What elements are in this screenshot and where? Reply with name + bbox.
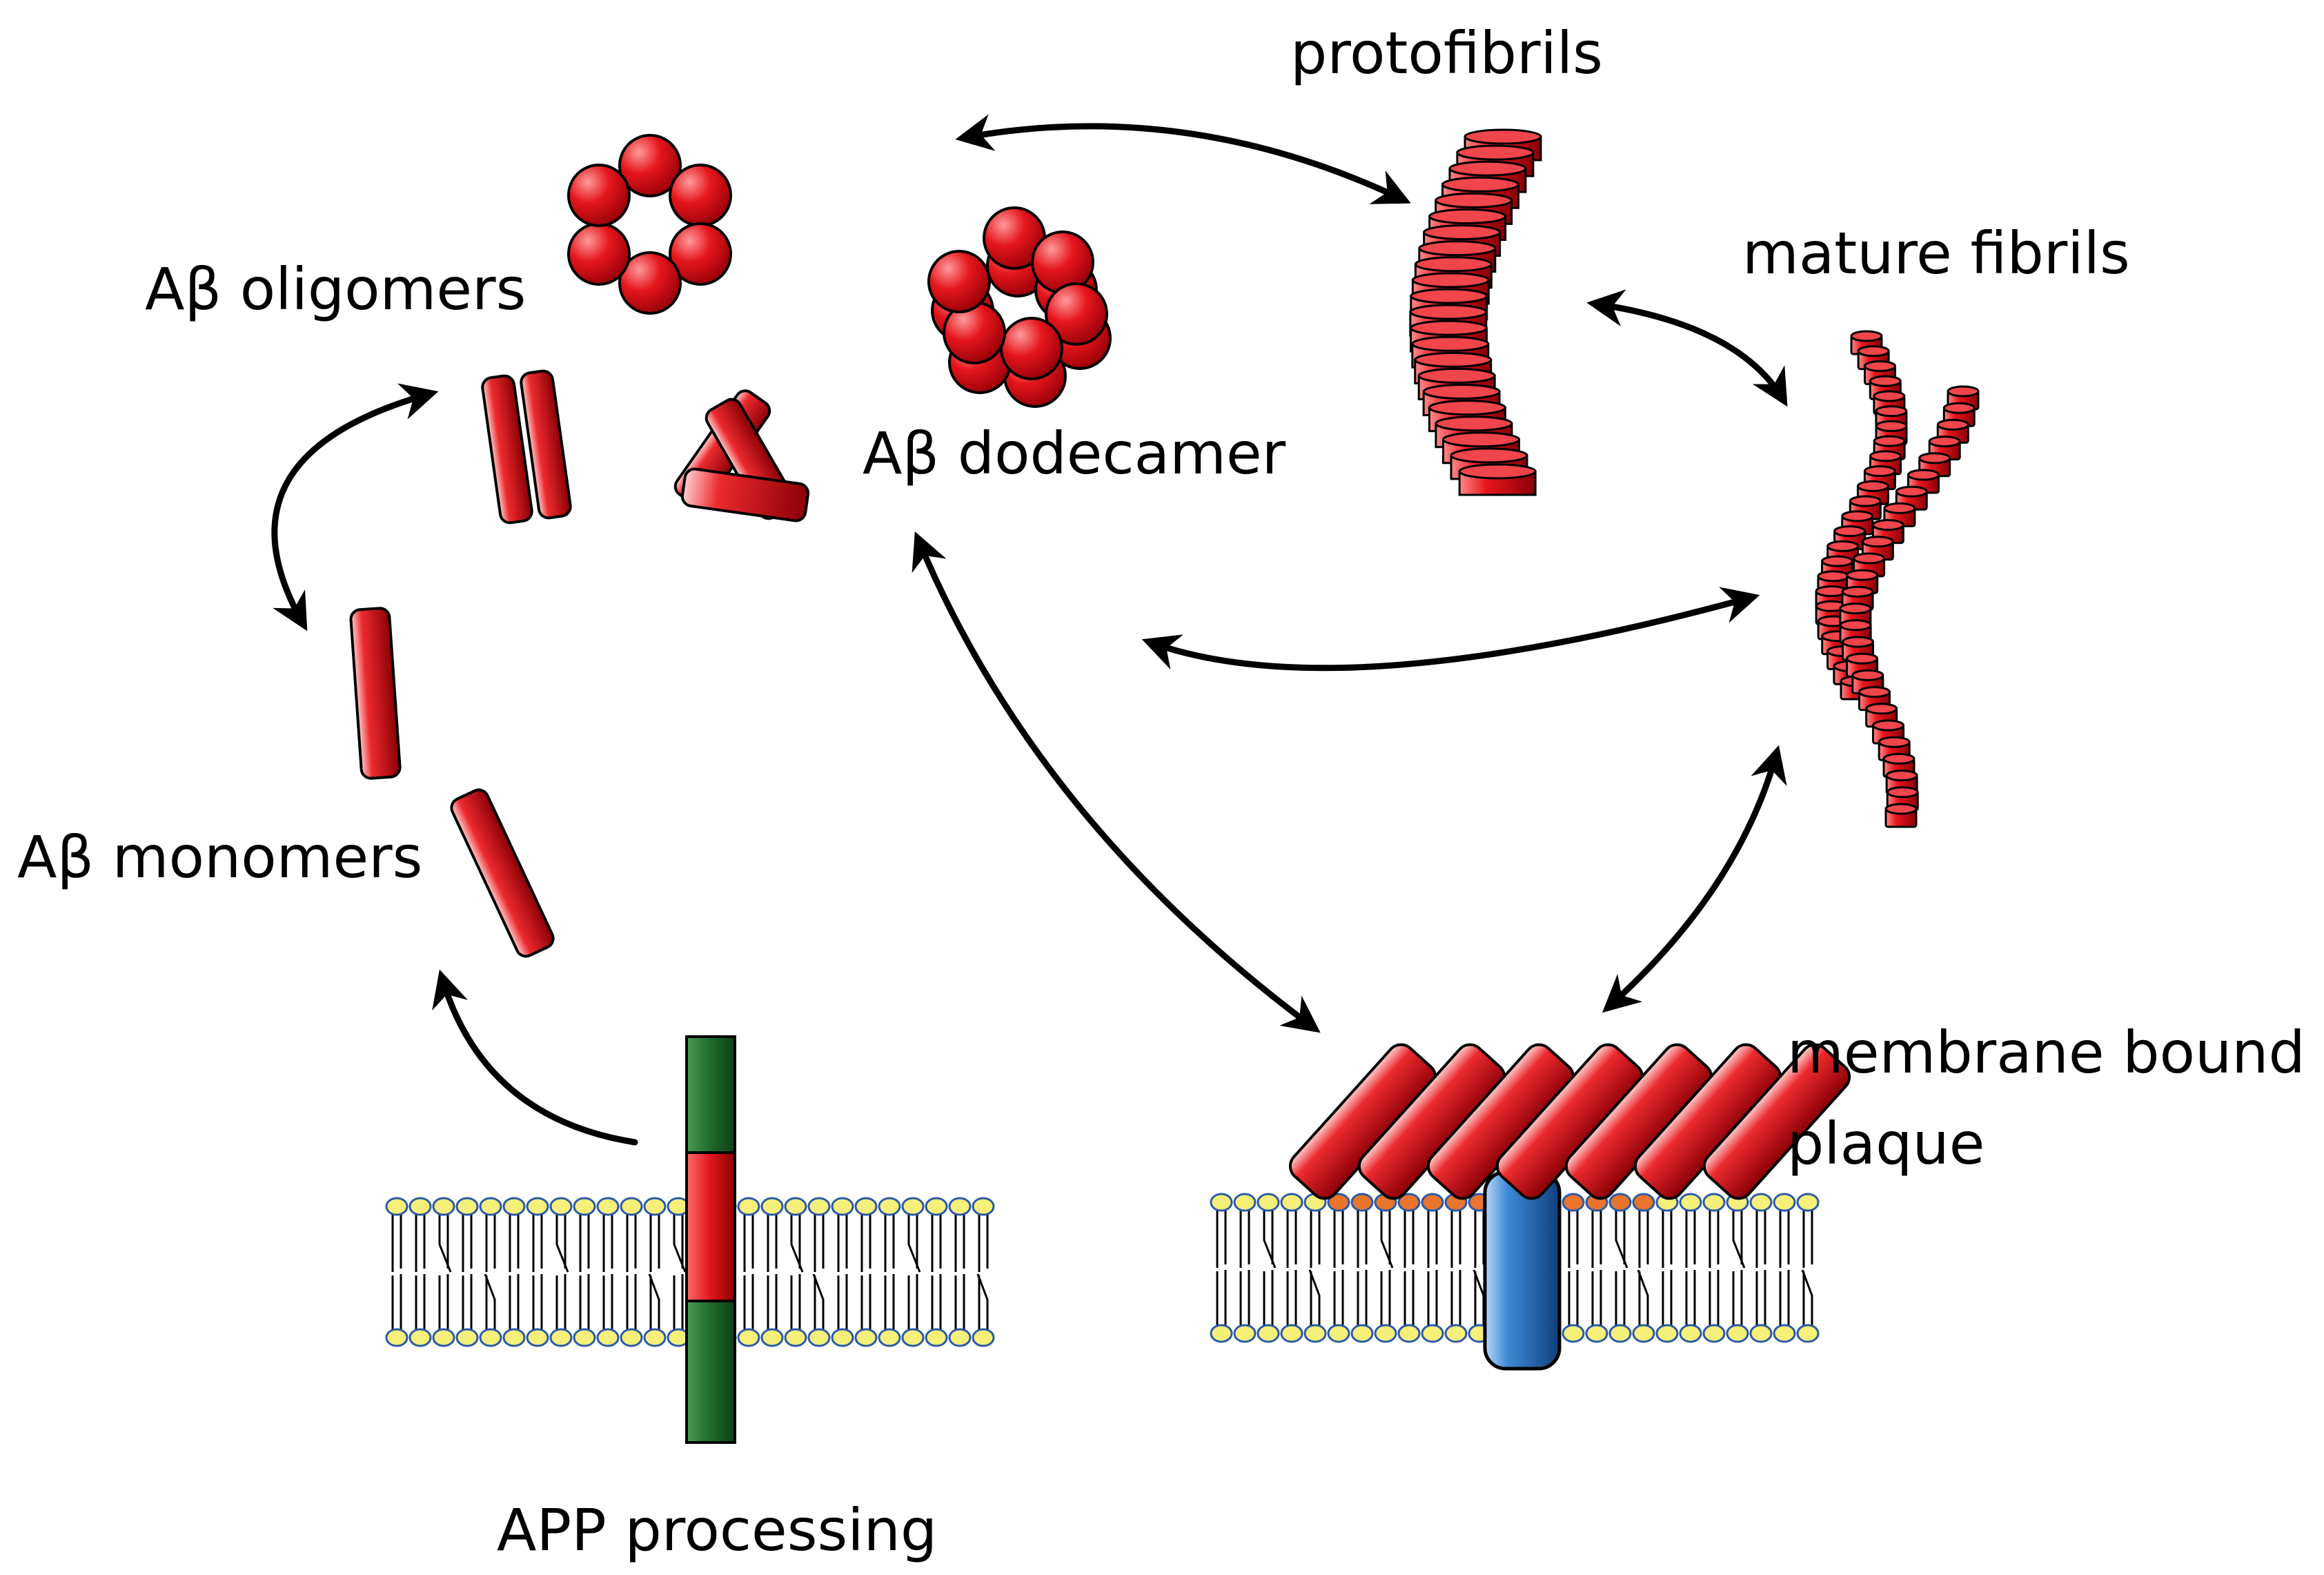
- lipid: [408, 1197, 432, 1347]
- lipid: [1585, 1193, 1608, 1343]
- plaque-rods: [1288, 1043, 1851, 1200]
- lipid: [549, 1197, 573, 1347]
- arrow-oligomers-protofibrils: [955, 114, 1411, 204]
- lipid: [1726, 1193, 1749, 1343]
- lipid: [854, 1197, 878, 1347]
- lipid: [385, 1197, 408, 1347]
- lipid: [667, 1197, 690, 1347]
- lipid: [1702, 1193, 1726, 1343]
- label-oligomers: Aβ oligomers: [145, 255, 526, 323]
- protofibril-stack: [1409, 128, 1542, 496]
- label-plaque-line2: plaque: [1787, 1110, 1985, 1177]
- lipid: [526, 1197, 549, 1347]
- lipid: [1374, 1193, 1397, 1343]
- arrow-app-to-monomers: [432, 969, 638, 1146]
- label-mature-fibrils: mature fibrils: [1742, 219, 2130, 287]
- label-app-processing: APP processing: [497, 1496, 938, 1564]
- lipid: [972, 1197, 995, 1347]
- lipid: [948, 1197, 972, 1347]
- label-plaque-line1: membrane bound: [1787, 1019, 2305, 1086]
- label-monomers: Aβ monomers: [17, 823, 423, 891]
- lipid: [432, 1197, 455, 1347]
- lipid: [1749, 1193, 1773, 1343]
- lipid: [596, 1197, 620, 1347]
- fibril-disc: [1884, 803, 1918, 828]
- lipid: [784, 1197, 807, 1347]
- receptor-protein: [1483, 1170, 1562, 1371]
- lipid: [1608, 1193, 1632, 1343]
- dodecamer-ring: [927, 206, 1112, 408]
- dimer-rods: [481, 369, 572, 525]
- lipid: [1257, 1193, 1280, 1343]
- arrow-dodecamer-plaque: [912, 531, 1321, 1033]
- lipid: [620, 1197, 643, 1347]
- lipid: [502, 1197, 526, 1347]
- label-dodecamer: Aβ dodecamer: [863, 420, 1286, 487]
- lipid: [831, 1197, 854, 1347]
- lipid: [573, 1197, 596, 1347]
- lipid: [901, 1197, 925, 1347]
- protofibril-disc: [1458, 463, 1537, 496]
- lipid: [479, 1197, 502, 1347]
- lipid: [1210, 1193, 1233, 1343]
- lipid: [1444, 1193, 1468, 1343]
- lipid: [1233, 1193, 1257, 1343]
- arrows: [271, 114, 1788, 1146]
- lipid: [760, 1197, 784, 1347]
- lipid: [643, 1197, 667, 1347]
- arrow-monomers-oligomers: [271, 383, 439, 632]
- hexamer-ring: [567, 134, 732, 315]
- monomer-rods: [349, 607, 555, 958]
- app-membrane-bilayer: [385, 1197, 995, 1347]
- arrow-protofibrils-mature: [1586, 289, 1788, 407]
- trimer-triangle: [673, 389, 810, 522]
- mature-fibril-strands: [1815, 330, 1980, 828]
- lipid: [807, 1197, 831, 1347]
- lipid: [1632, 1193, 1655, 1343]
- lipid: [1773, 1193, 1796, 1343]
- lipid: [1397, 1193, 1421, 1343]
- arrow-mature-to-middle: [1141, 587, 1760, 672]
- lipid: [1655, 1193, 1679, 1343]
- lipid: [737, 1197, 760, 1347]
- lipid: [1303, 1193, 1327, 1343]
- arrow-plaque-mature: [1602, 745, 1787, 1013]
- lipid: [1421, 1193, 1444, 1343]
- lipid: [925, 1197, 948, 1347]
- lipid: [1562, 1193, 1585, 1343]
- lipid: [878, 1197, 901, 1347]
- lipid: [455, 1197, 479, 1347]
- lipid: [1327, 1193, 1350, 1343]
- lipid: [1796, 1193, 1820, 1343]
- plaque-rod: [1702, 1043, 1851, 1200]
- app-protein: [685, 1035, 736, 1444]
- lipid: [1350, 1193, 1374, 1343]
- lipid: [1280, 1193, 1303, 1343]
- lipid: [1679, 1193, 1702, 1343]
- label-protofibrils: protofibrils: [1290, 19, 1603, 87]
